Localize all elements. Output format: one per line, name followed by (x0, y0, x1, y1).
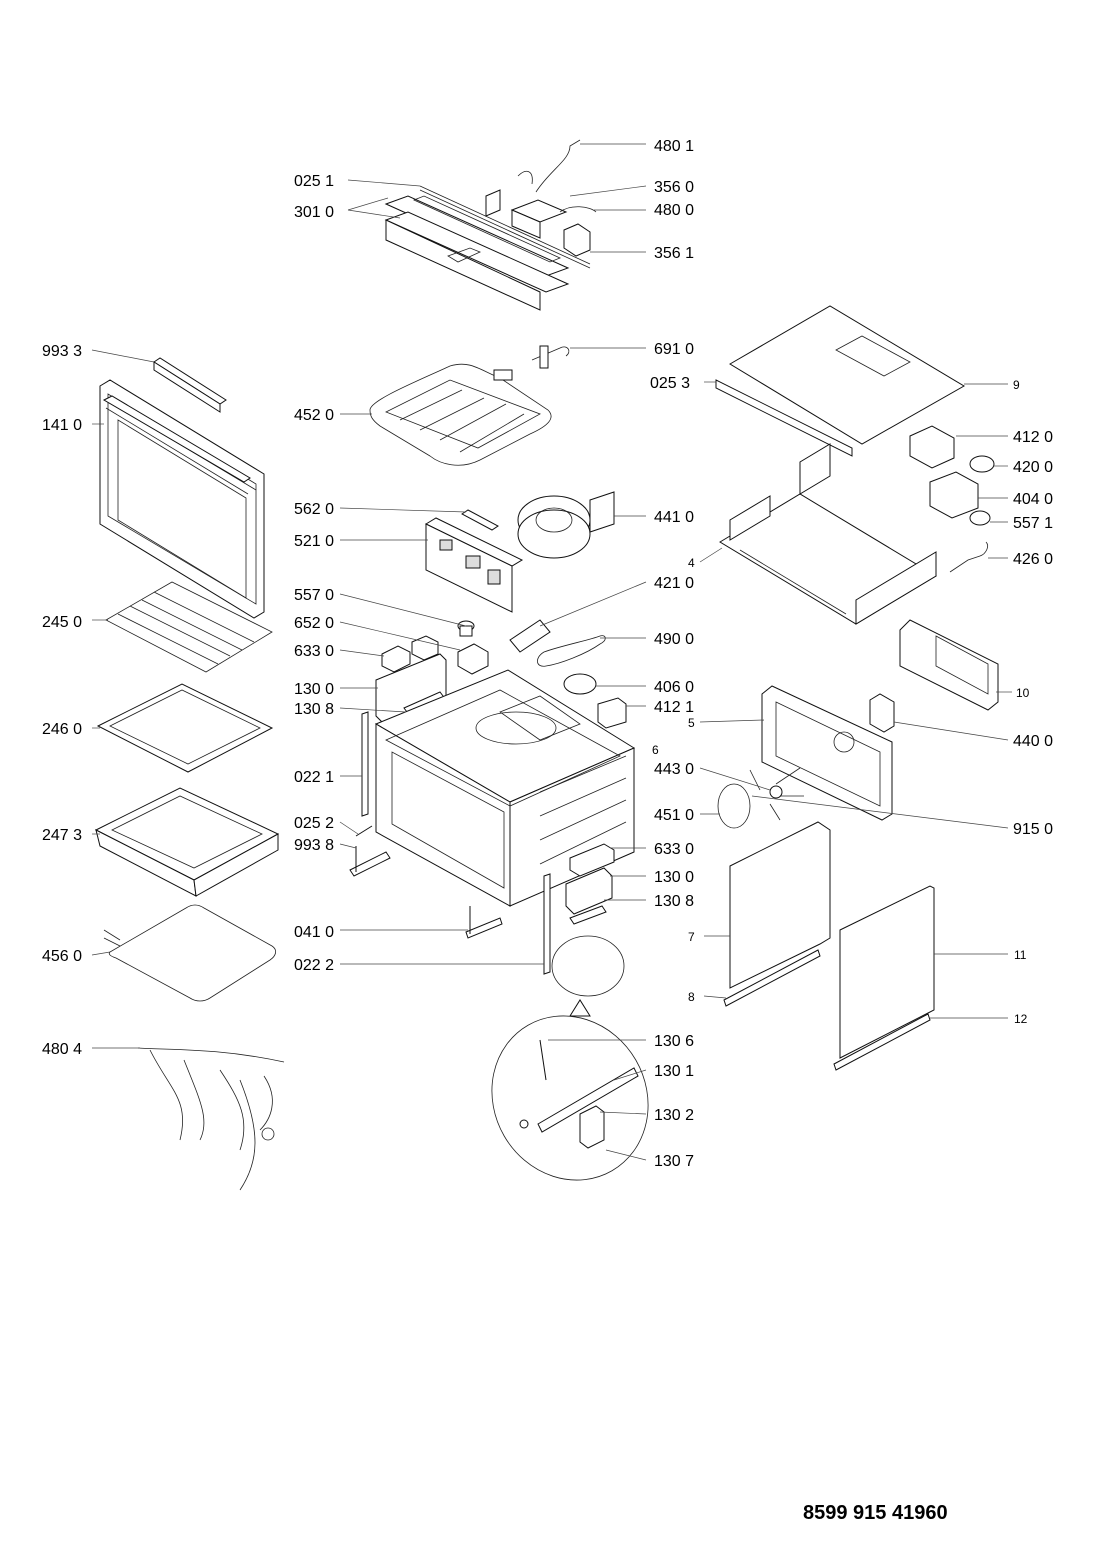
baking-tray-drawing (96, 683, 274, 773)
lower-element-drawing (103, 904, 276, 1002)
label-130-0-top: 130 0 (294, 681, 334, 698)
label-130-1: 130 1 (654, 1063, 694, 1080)
label-130-2: 130 2 (654, 1107, 694, 1124)
label-412-1: 412 1 (654, 699, 694, 716)
rear-cover-drawing (899, 619, 999, 711)
label-452-0: 452 0 (294, 407, 334, 424)
label-9: 9 (1013, 378, 1020, 392)
fuse-drawing (461, 509, 499, 531)
side-rails-drawing (361, 711, 551, 975)
label-993-3: 993 3 (42, 343, 82, 360)
label-022-2: 022 2 (294, 957, 334, 974)
grill-element-drawing (369, 345, 570, 466)
label-420-0: 420 0 (1013, 459, 1053, 476)
transformer-group-drawing (909, 425, 995, 573)
label-5: 5 (688, 716, 695, 730)
label-404-0: 404 0 (1013, 491, 1053, 508)
label-8: 8 (688, 990, 695, 1004)
wiring-harness-drawing (137, 1047, 285, 1191)
screws-drawing (349, 825, 503, 939)
capacitor-drawing (509, 619, 606, 667)
label-246-0: 246 0 (42, 721, 82, 738)
label-356-0: 356 0 (654, 179, 694, 196)
label-022-1: 022 1 (294, 769, 334, 786)
label-426-0: 426 0 (1013, 551, 1053, 568)
cooling-fan-drawing (517, 491, 615, 559)
label-301-0: 301 0 (294, 204, 334, 221)
label-025-2: 025 2 (294, 815, 334, 832)
label-247-3: 247 3 (42, 827, 82, 844)
label-4: 4 (688, 556, 695, 570)
chassis-drawing (719, 443, 937, 625)
label-480-1: 480 1 (654, 138, 694, 155)
label-490-0: 490 0 (654, 631, 694, 648)
door-lock-parts-drawing (565, 843, 615, 925)
label-041-0: 041 0 (294, 924, 334, 941)
label-7: 7 (688, 930, 695, 944)
control-panel-drawing (384, 139, 597, 311)
label-421-0: 421 0 (654, 575, 694, 592)
fan-cover-drawing (761, 685, 893, 821)
deep-tray-drawing (94, 787, 280, 897)
oven-door-drawing (99, 357, 265, 619)
label-130-6: 130 6 (654, 1033, 694, 1050)
label-521-0: 521 0 (294, 533, 334, 550)
label-10: 10 (1016, 686, 1030, 700)
label-441-0: 441 0 (654, 509, 694, 526)
part-labels: 480 1 025 1 356 0 301 0 480 0 356 1 993 … (42, 138, 1053, 1170)
label-025-3: 025 3 (650, 375, 690, 392)
label-456-0: 456 0 (42, 948, 82, 965)
label-141-0: 141 0 (42, 417, 82, 434)
label-443-0: 443 0 (654, 761, 694, 778)
label-557-0: 557 0 (294, 587, 334, 604)
document-number: 8599 915 41960 (803, 1502, 948, 1524)
label-691-0: 691 0 (654, 341, 694, 358)
label-652-0: 652 0 (294, 615, 334, 632)
control-board-drawing (424, 517, 524, 613)
label-451-0: 451 0 (654, 807, 694, 824)
label-412-0: 412 0 (1013, 429, 1053, 446)
label-245-0: 245 0 (42, 614, 82, 631)
side-panel-left-drawing (723, 821, 831, 1007)
convection-fan-drawing (717, 693, 895, 829)
label-130-8-top: 130 8 (294, 701, 334, 718)
leader-lines (91, 143, 1012, 1161)
label-025-1: 025 1 (294, 173, 334, 190)
oven-cavity-drawing (374, 669, 636, 907)
door-lock-detail-drawing (491, 935, 649, 1181)
label-633-0-bottom: 633 0 (654, 841, 694, 858)
wire-shelf-drawing (105, 581, 273, 673)
label-130-0-bottom: 130 0 (654, 869, 694, 886)
transformer-drawing (563, 673, 627, 729)
top-cover-drawing (715, 305, 965, 457)
label-130-8-bottom: 130 8 (654, 893, 694, 910)
label-562-0: 562 0 (294, 501, 334, 518)
label-11: 11 (1014, 948, 1027, 962)
side-panel-right-drawing (833, 885, 935, 1071)
label-440-0: 440 0 (1013, 733, 1053, 750)
label-557-1: 557 1 (1013, 515, 1053, 532)
label-406-0: 406 0 (654, 679, 694, 696)
label-993-8: 993 8 (294, 837, 334, 854)
label-480-0: 480 0 (654, 202, 694, 219)
label-915-0: 915 0 (1013, 821, 1053, 838)
label-356-1: 356 1 (654, 245, 694, 262)
label-633-0-top: 633 0 (294, 643, 334, 660)
label-12: 12 (1014, 1012, 1028, 1026)
label-480-4: 480 4 (42, 1041, 82, 1058)
label-6: 6 (652, 743, 659, 757)
label-130-7: 130 7 (654, 1153, 694, 1170)
